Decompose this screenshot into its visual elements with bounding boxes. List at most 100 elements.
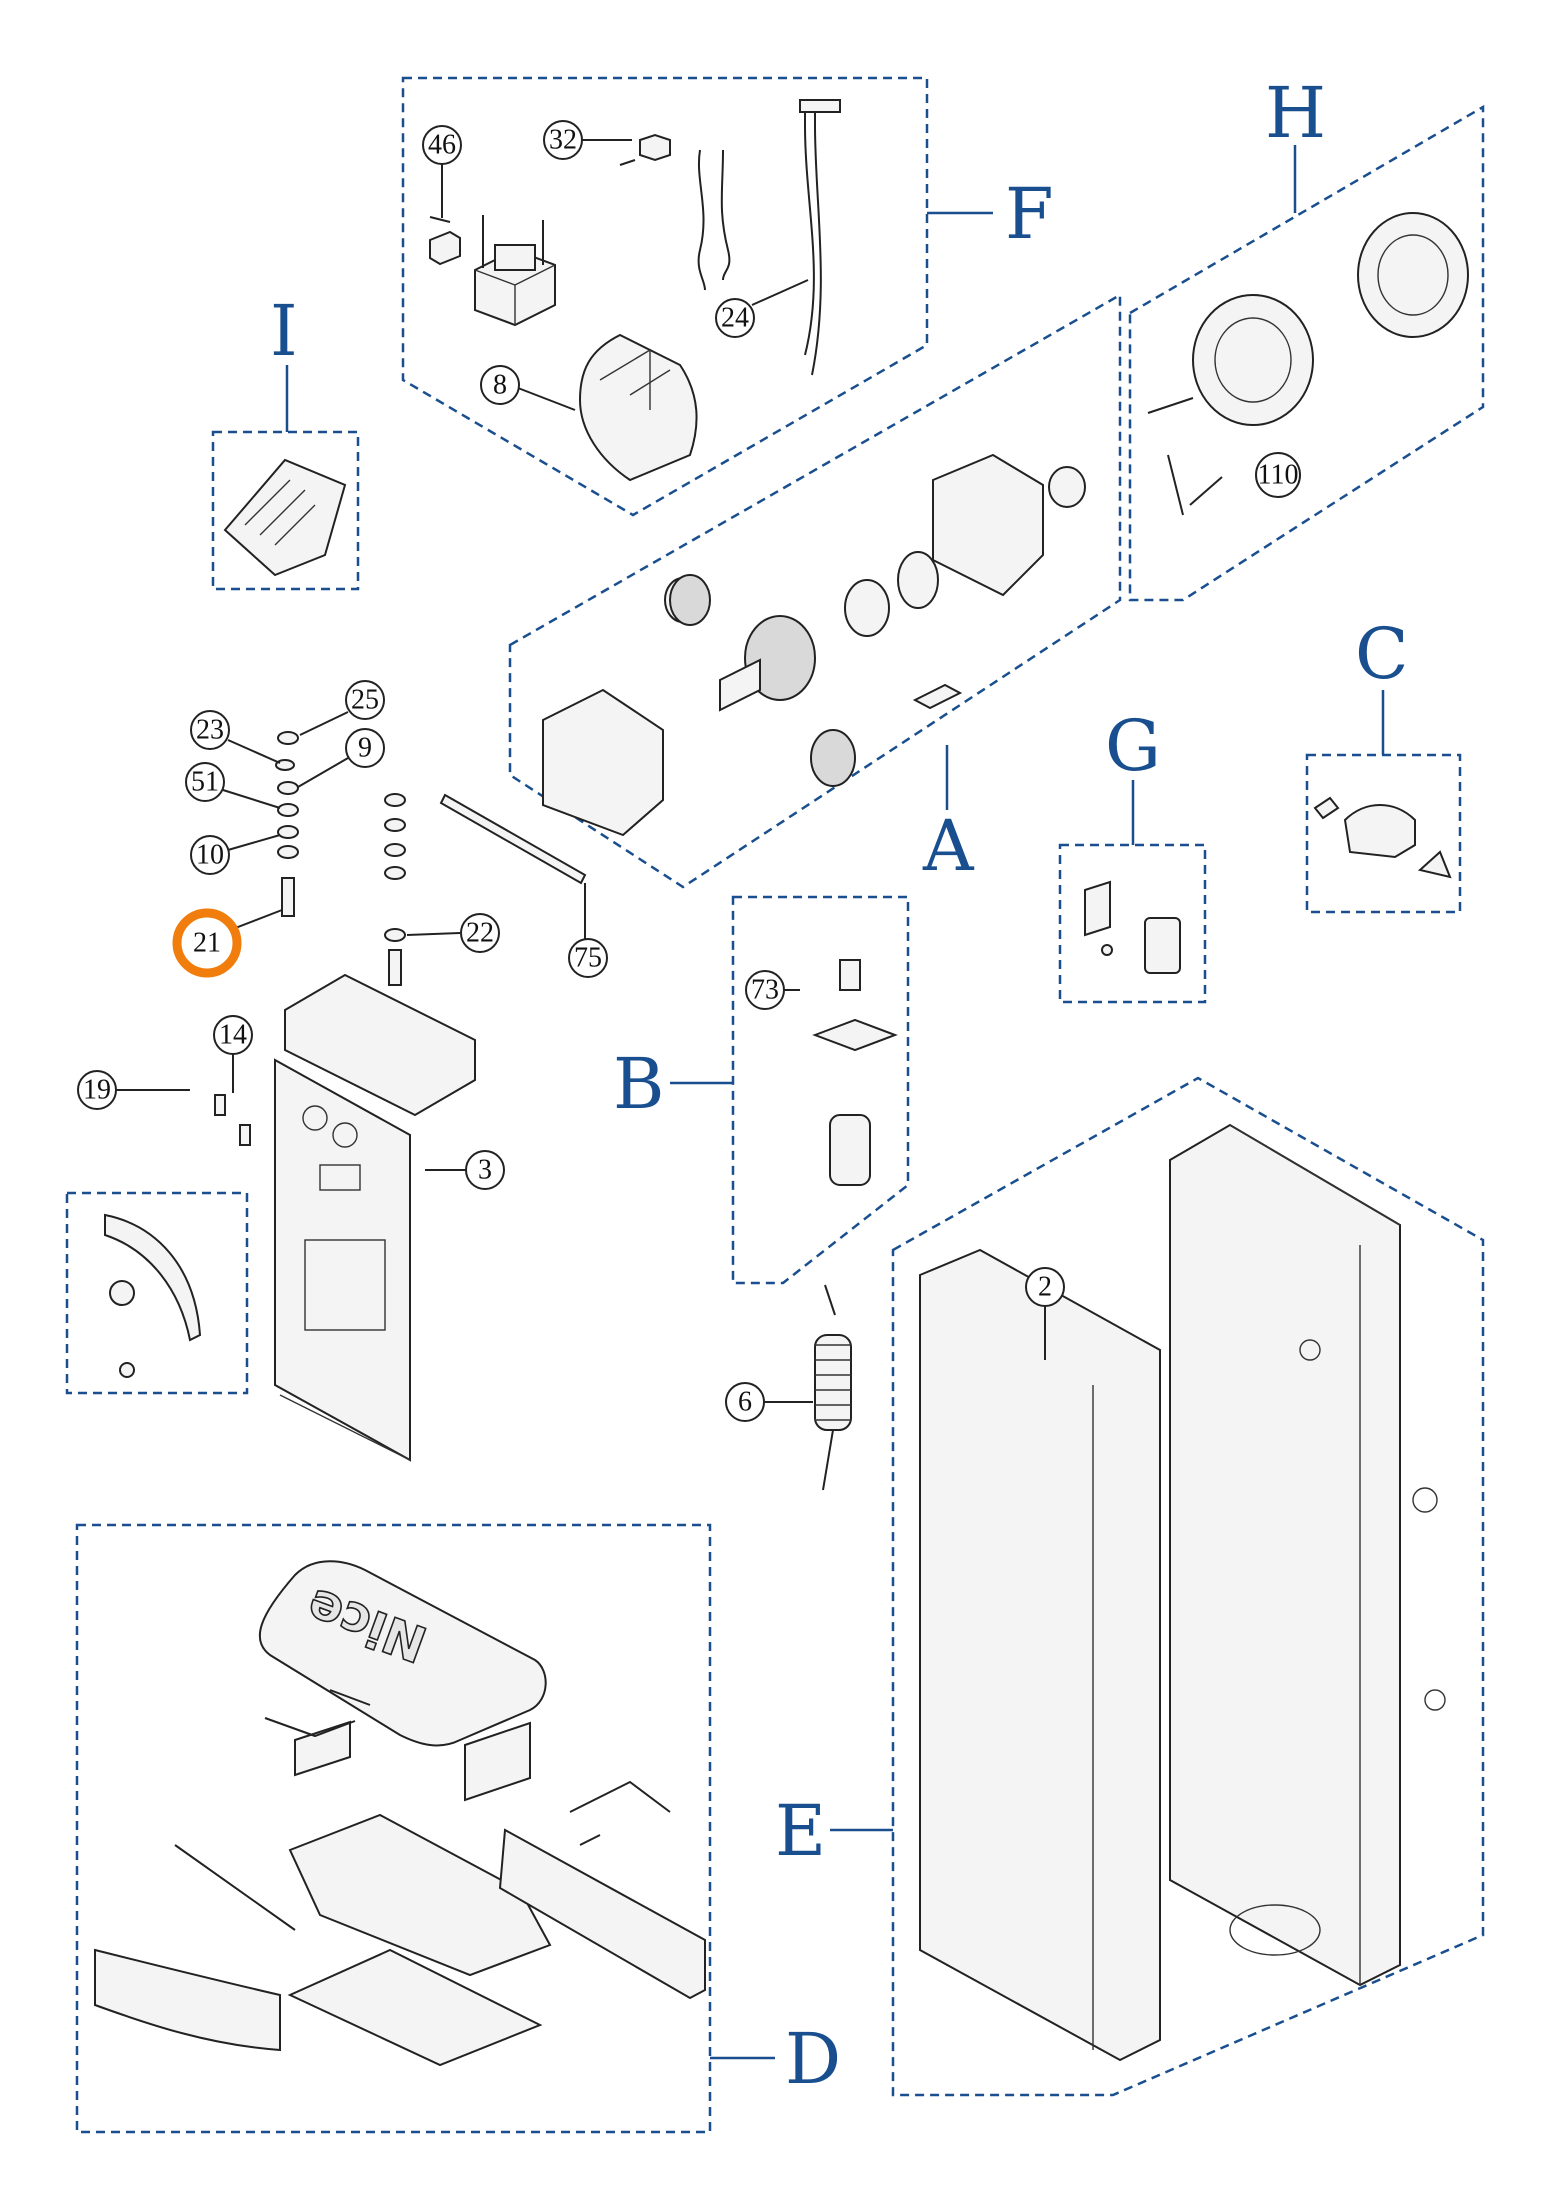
group-e-label: E — [775, 1790, 826, 1872]
group-b-frame — [731, 895, 910, 1285]
washer-22 — [384, 928, 406, 942]
gasket-frame-part — [287, 1948, 543, 2067]
worm-gear-part — [839, 959, 861, 991]
cabinet-hole-2 — [1412, 1487, 1438, 1513]
cable-tie-part — [174, 1844, 296, 1931]
cabinet-body-part — [1169, 1123, 1401, 1987]
wire-part — [697, 149, 706, 291]
drum-part — [1192, 294, 1314, 426]
oring-part — [897, 551, 939, 609]
group-h-frame — [1128, 104, 1485, 602]
group-h-parts: 110 — [1147, 212, 1469, 516]
top-plate-part — [284, 973, 476, 1117]
callout-9 — [345, 728, 385, 768]
group-c: C — [1305, 613, 1462, 914]
harness-connector — [799, 99, 841, 113]
group-c-parts — [1313, 796, 1452, 879]
bolt-21 — [281, 877, 295, 917]
pin-h-1 — [1147, 397, 1194, 414]
cabinet-front-part — [919, 1248, 1161, 2062]
callout-25-label: 25 — [351, 685, 379, 716]
gearbox-half-part-2 — [932, 453, 1044, 597]
worm-part — [912, 683, 963, 710]
rod-75 — [439, 793, 587, 885]
callout-10 — [190, 835, 230, 875]
plate-bottom-edge — [279, 1394, 411, 1461]
transformer-edges — [474, 264, 556, 325]
callout-75-label: 75 — [574, 943, 602, 974]
group-b-parts: 73 — [745, 959, 898, 1186]
drum-cover-inner — [1377, 234, 1449, 316]
callout-23 — [190, 710, 230, 750]
cabinet-hole-3 — [1424, 1689, 1446, 1711]
plate-d-part-2 — [464, 1721, 531, 1802]
plate-slot — [319, 1164, 361, 1191]
group-f-label: F — [1005, 173, 1054, 255]
wire-part-2 — [720, 149, 731, 281]
gear-part-3 — [669, 574, 711, 626]
group-f: F — [401, 76, 1054, 517]
fastener-stack-right — [384, 793, 406, 986]
gear-part — [744, 615, 816, 701]
callout-22 — [460, 913, 500, 953]
callout-46 — [422, 125, 462, 165]
group-a-parts — [542, 453, 1086, 837]
group-f-parts: 46 32 24 8 — [422, 99, 841, 482]
group-d-frame — [75, 1523, 712, 2134]
washer-10 — [277, 825, 299, 839]
washer-part — [119, 1362, 135, 1378]
cabinet-base-hole — [1229, 1904, 1321, 1956]
bushing-part — [109, 1280, 135, 1306]
group-i: I — [211, 290, 360, 591]
main-plate-part — [274, 1058, 411, 1462]
callout-75 — [568, 938, 608, 978]
bracket-kit-parts — [104, 1213, 202, 1378]
callout-110 — [1255, 452, 1301, 498]
control-board-detail — [244, 479, 316, 546]
plate-cutout — [304, 1239, 386, 1331]
callout-32-label: 32 — [549, 125, 577, 156]
fastener-stack-left — [275, 731, 299, 917]
group-a-label: A — [922, 805, 975, 887]
bearing-part-2 — [844, 579, 890, 637]
group-h-label: H — [1265, 72, 1326, 154]
group-b-label: B — [613, 1043, 664, 1125]
group-i-label: I — [270, 290, 298, 372]
motor-flange-part — [812, 1018, 898, 1052]
plate-hole — [302, 1105, 328, 1131]
callout-23-leader — [227, 739, 281, 764]
cover-cap-part — [1343, 804, 1416, 859]
group-i-frame — [211, 430, 360, 591]
harness-part-2 — [811, 110, 822, 376]
callout-24-label: 24 — [721, 303, 749, 334]
pin-part — [429, 216, 451, 223]
screw-14b — [239, 1124, 251, 1146]
group-g-label: G — [1105, 705, 1161, 787]
callout-19-label: 19 — [83, 1075, 111, 1106]
group-d: D — [75, 1523, 841, 2134]
top-cover-part — [258, 1560, 547, 1747]
cabinet-body-edges — [1229, 1124, 1401, 1985]
drum-inner — [1214, 317, 1292, 403]
callout-9-leader — [297, 757, 349, 788]
callout-73 — [745, 970, 785, 1010]
callout-14 — [213, 1015, 253, 1055]
bracket-kit-frame — [65, 1191, 249, 1395]
pin-h-2 — [1167, 454, 1184, 516]
screw-14 — [214, 1094, 226, 1116]
cabinet-hole — [1299, 1339, 1321, 1361]
group-g: G — [1058, 705, 1207, 1004]
callout-51 — [185, 762, 225, 802]
callout-8 — [480, 365, 520, 405]
bolt-right — [388, 949, 402, 986]
module-part — [1144, 917, 1181, 974]
group-i-parts — [223, 458, 347, 577]
callout-24-leader — [751, 279, 809, 306]
callout-25-leader — [299, 711, 349, 736]
gearbox-half-part — [542, 688, 664, 837]
callout-2 — [1025, 1267, 1065, 1307]
callout-2-label: 2 — [1038, 1272, 1052, 1303]
gasket-strip-part — [498, 1828, 706, 2000]
callout-110-label: 110 — [1258, 460, 1299, 491]
